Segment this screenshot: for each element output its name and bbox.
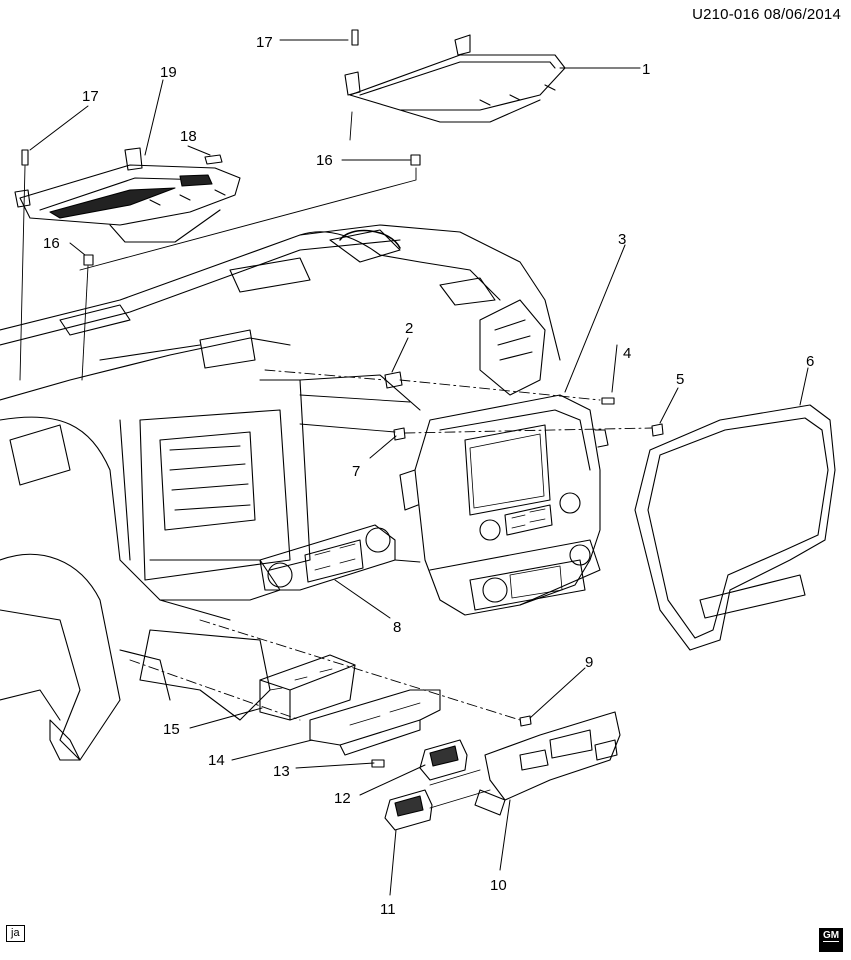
drafter-tag: ja <box>6 925 25 942</box>
callout-labels: 1 2 3 4 5 6 7 8 9 10 11 12 13 14 15 16 1… <box>43 34 814 918</box>
alignment-lines <box>19 111 653 809</box>
grille-opening <box>179 174 213 187</box>
part-8-hvac-control <box>259 524 396 591</box>
callout-6: 6 <box>806 353 814 370</box>
part-3-center-bezel <box>399 394 609 616</box>
part-19-upper-trim-panel <box>14 147 241 243</box>
diagram-code: U210-016 08/06/2014 <box>692 6 841 23</box>
callout-4: 4 <box>623 345 631 362</box>
callout-10: 10 <box>490 877 507 894</box>
callout-5: 5 <box>676 371 684 388</box>
callout-1: 1 <box>642 61 650 78</box>
callout-19: 19 <box>160 64 177 81</box>
callout-3: 3 <box>618 231 626 248</box>
speaker-grille <box>49 187 176 219</box>
part-10-lower-trim-panel <box>474 711 621 816</box>
callout-2: 2 <box>405 320 413 337</box>
callout-7: 7 <box>352 463 360 480</box>
instrument-panel <box>0 224 561 761</box>
callout-17-upper: 17 <box>256 34 273 51</box>
part-11-switch <box>384 789 433 831</box>
gm-logo: GM <box>819 928 843 952</box>
callout-12: 12 <box>334 790 351 807</box>
callout-9: 9 <box>585 654 593 671</box>
leader-lines <box>29 39 809 896</box>
callout-16-lower: 16 <box>43 235 60 252</box>
part-15-control-module <box>259 654 356 721</box>
part-12-switch <box>419 739 468 781</box>
fasteners <box>21 29 664 768</box>
callout-15: 15 <box>163 721 180 738</box>
callout-16-upper: 16 <box>316 152 333 169</box>
callout-14: 14 <box>208 752 225 769</box>
part-14-bracket <box>309 689 441 756</box>
part-1-upper-trim-panel <box>344 34 566 123</box>
gm-logo-text: GM <box>823 930 840 942</box>
callout-13: 13 <box>273 763 290 780</box>
callout-18: 18 <box>180 128 197 145</box>
callout-11: 11 <box>380 901 396 918</box>
part-6-outer-bezel <box>634 404 836 651</box>
callout-17-lower: 17 <box>82 88 99 105</box>
part-18-clip <box>204 154 223 165</box>
callout-8: 8 <box>393 619 401 636</box>
